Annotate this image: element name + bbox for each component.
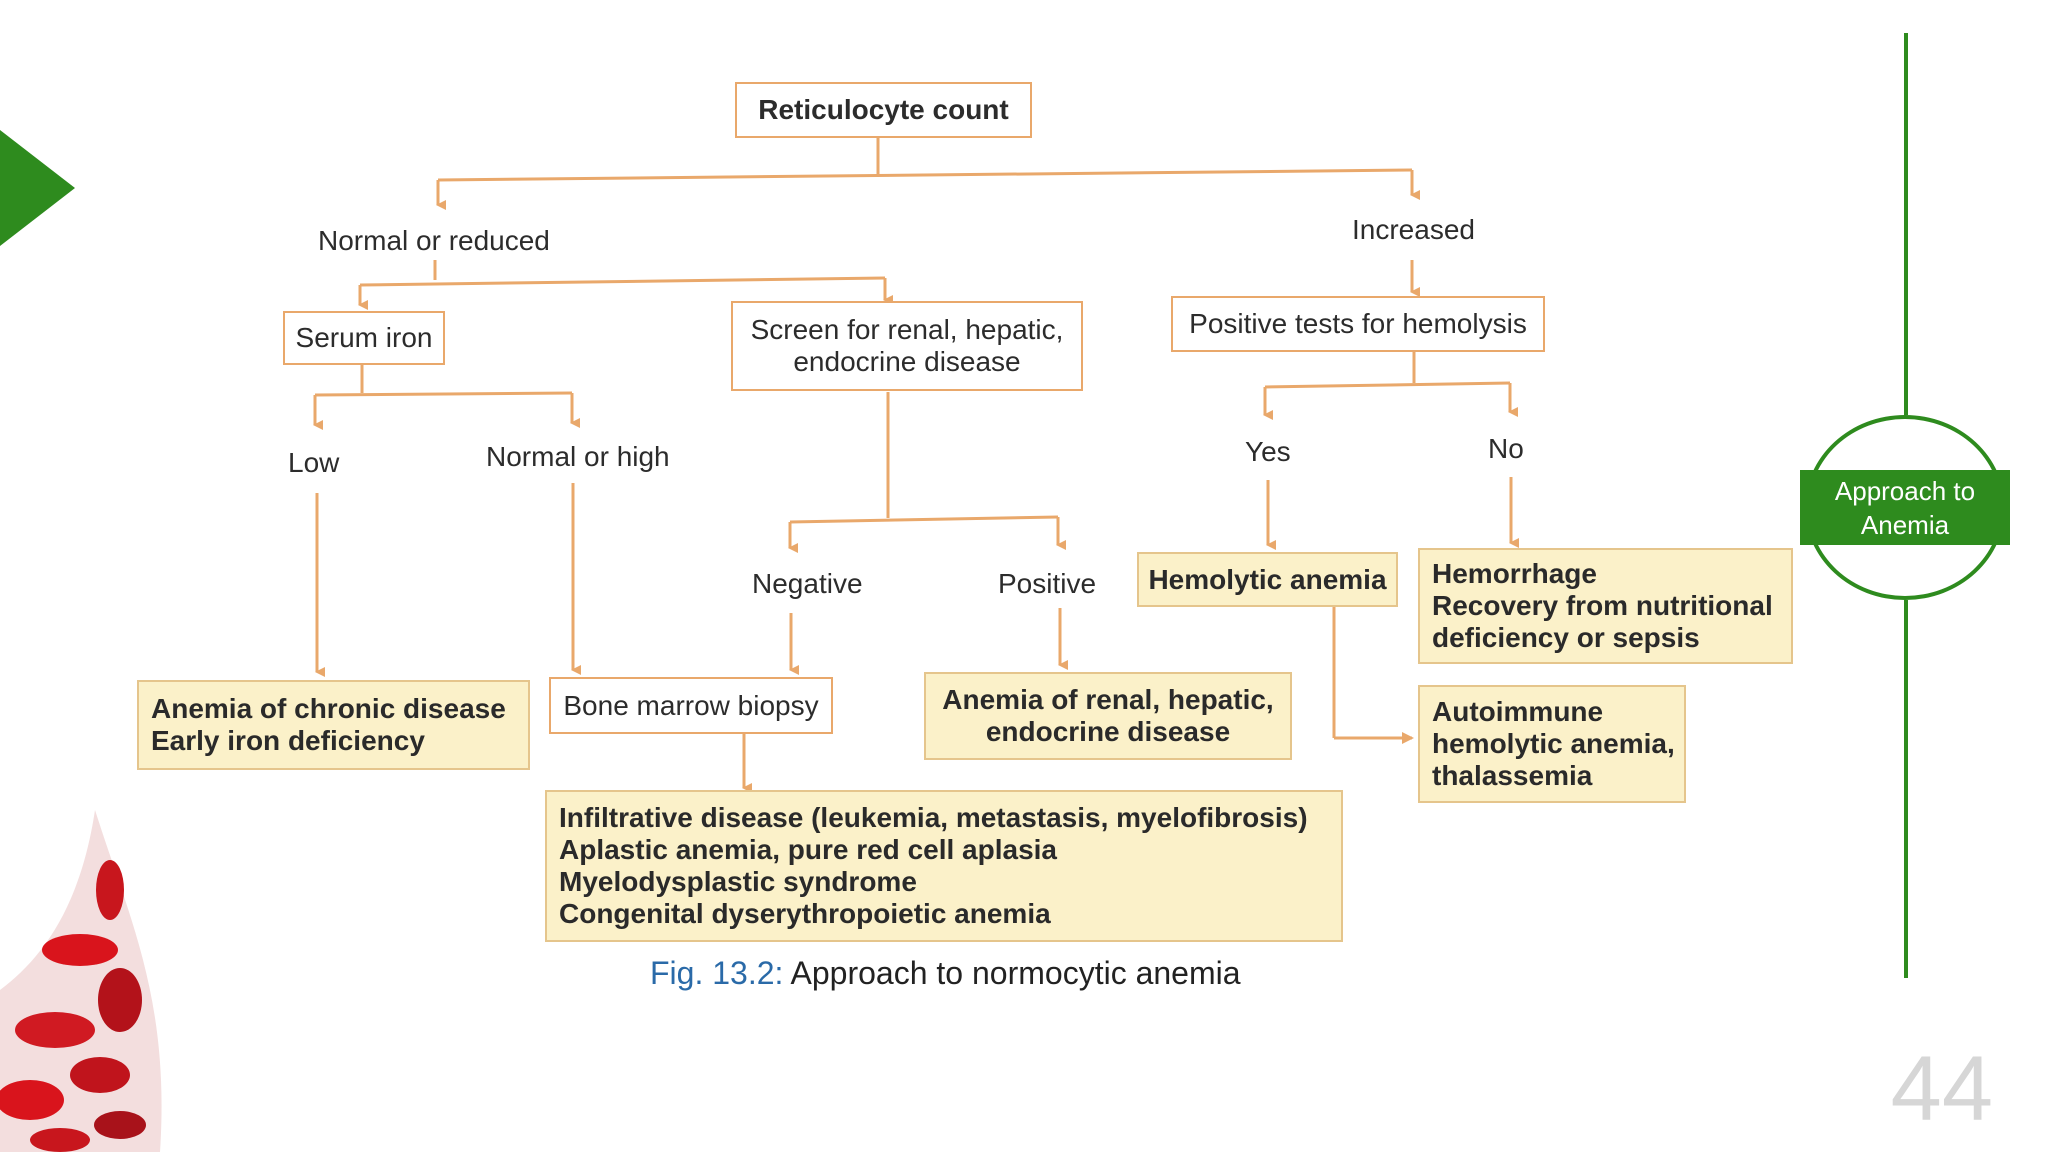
screen-disease-box: Screen for renal, hepatic, endocrine dis… [731, 301, 1083, 391]
label-normal-or-reduced: Normal or reduced [318, 225, 550, 256]
autoimmune-box: Autoimmune hemolytic anemia, thalassemia [1418, 685, 1686, 803]
green-divider-top [1904, 33, 1908, 415]
infiltrative-box: Infiltrative disease (leukemia, metastas… [545, 790, 1343, 942]
label-low: Low [288, 447, 340, 478]
autoimmune-text: Autoimmune hemolytic anemia, thalassemia [1432, 696, 1675, 791]
chronic-disease-box: Anemia of chronic disease Early iron def… [137, 680, 530, 770]
hemolytic-anemia-box: Hemolytic anemia [1137, 552, 1398, 607]
blood-cells-image [0, 810, 162, 1152]
green-triangle-decoration [0, 130, 75, 246]
section-badge-label: Approach to Anemia [1800, 470, 2010, 545]
bone-marrow-biopsy-box: Bone marrow biopsy [549, 677, 833, 734]
serum-iron-box: Serum iron [283, 311, 445, 365]
screen-disease-text: Screen for renal, hepatic, endocrine dis… [750, 314, 1064, 377]
infiltrative-text: Infiltrative disease (leukemia, metastas… [559, 802, 1308, 929]
chronic-disease-text: Anemia of chronic disease Early iron def… [151, 693, 506, 756]
caption-text: Approach to normocytic anemia [790, 955, 1241, 991]
label-no: No [1488, 433, 1524, 464]
label-positive: Positive [998, 568, 1097, 599]
page-number: 44 [1890, 1038, 1993, 1140]
hemorrhage-box: Hemorrhage Recovery from nutritional def… [1418, 548, 1793, 664]
label-negative: Negative [752, 568, 863, 599]
label-increased: Increased [1352, 214, 1475, 245]
reticulocyte-count-box: Reticulocyte count [735, 82, 1032, 138]
renal-hepatic-box: Anemia of renal, hepatic, endocrine dise… [924, 672, 1292, 760]
renal-hepatic-text: Anemia of renal, hepatic, endocrine dise… [942, 684, 1274, 747]
positive-hemolysis-box: Positive tests for hemolysis [1171, 296, 1545, 352]
hemorrhage-text: Hemorrhage Recovery from nutritional def… [1432, 558, 1773, 653]
caption-fig-label: Fig. 13.2: [650, 955, 784, 991]
label-normal-or-high: Normal or high [486, 441, 670, 472]
figure-caption: Fig. 13.2: Approach to normocytic anemia [650, 955, 1241, 992]
green-divider-bottom [1904, 600, 1908, 978]
label-yes: Yes [1245, 436, 1291, 467]
